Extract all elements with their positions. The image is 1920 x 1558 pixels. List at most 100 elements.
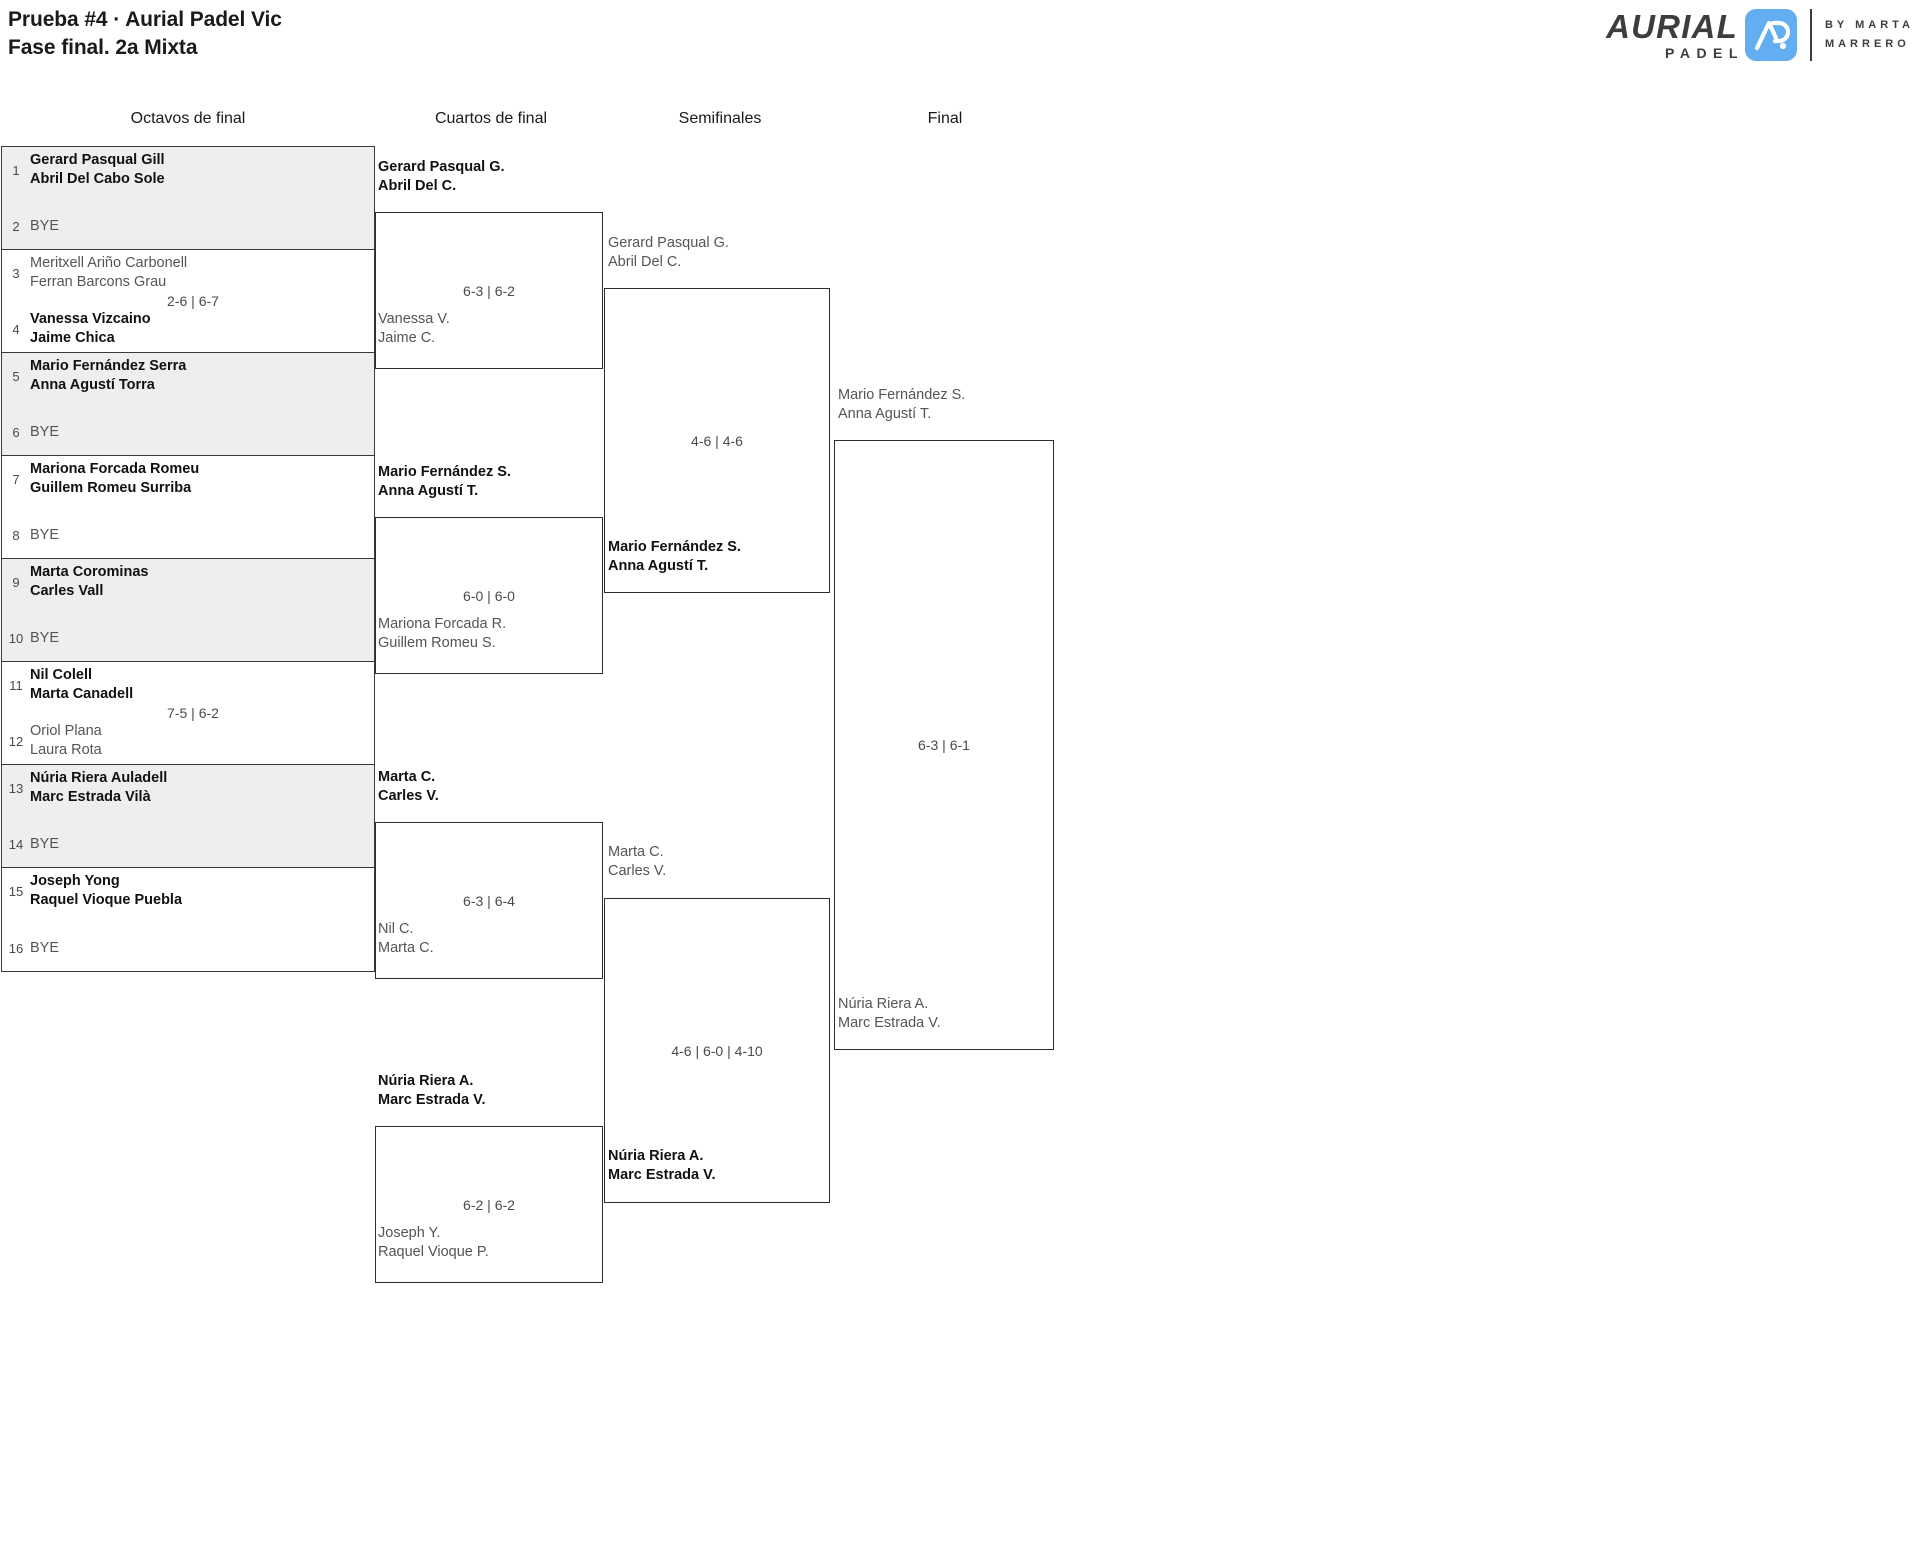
team-names: Joseph Y. Raquel Vioque P. (378, 1224, 489, 1261)
match-box[interactable]: 4-6 | 6-0 | 4-10 (604, 898, 830, 1203)
team-names: Mario Fernández S. Anna Agustí T. (608, 538, 741, 575)
player-2: Carles V. (378, 787, 439, 804)
player-2: Anna Agustí T. (378, 482, 479, 499)
player-1: Núria Riera A. (608, 1148, 704, 1164)
match-row[interactable]: 9 Marta Corominas Carles Vall 10 BYE (2, 559, 374, 662)
player-1: Gerard Pasqual G. (378, 159, 505, 175)
match-box[interactable]: 6-3 | 6-2 (375, 212, 603, 369)
match-slot-bottom[interactable]: 16 BYE (2, 928, 374, 968)
player-2: Carles V. (608, 862, 667, 879)
player-1: Marta C. (378, 769, 436, 785)
player-2: Ferran Barcons Grau (30, 274, 167, 290)
player-1: Vanessa V. (378, 311, 450, 327)
match-row[interactable]: 3 Meritxell Ariño Carbonell Ferran Barco… (2, 250, 374, 353)
match-score: 6-0 | 6-0 (463, 587, 515, 604)
team-names: Marta Corominas Carles Vall (30, 563, 148, 600)
match-slot-top[interactable]: 7 Mariona Forcada Romeu Guillem Romeu Su… (2, 459, 374, 499)
logo-wordmark: AURIAL PADEL (1606, 10, 1738, 60)
match-slot-bottom[interactable]: 2 BYE (2, 206, 374, 246)
match-row[interactable]: 11 Nil Colell Marta Canadell 7-5 | 6-2 1… (2, 662, 374, 765)
match-slot-bottom[interactable]: 12 Oriol Plana Laura Rota (2, 721, 374, 761)
seed-number: 13 (8, 780, 24, 796)
player-2: Marc Estrada V. (838, 1014, 941, 1031)
logo-brand-text: AURIAL (1606, 8, 1738, 45)
match-slot-top[interactable]: 15 Joseph Yong Raquel Vioque Puebla (2, 871, 374, 911)
title-line-2: Fase final. 2a Mixta (8, 35, 198, 59)
team-names: Mario Fernández S. Anna Agustí T. (838, 386, 965, 423)
player-2: Jaime C. (378, 329, 436, 346)
match-score: 6-3 | 6-2 (463, 282, 515, 299)
match-row[interactable]: 7 Mariona Forcada Romeu Guillem Romeu Su… (2, 456, 374, 559)
match-score: 2-6 | 6-7 (167, 293, 219, 309)
player-1: Mario Fernández S. (378, 464, 511, 480)
seed-number: 2 (12, 218, 20, 234)
player-2: Marc Estrada Vilà (30, 789, 151, 805)
team-names: Oriol Plana Laura Rota (30, 722, 102, 759)
player-2: Carles Vall (30, 583, 104, 599)
player-1: Mario Fernández S. (608, 539, 741, 555)
match-slot-top[interactable]: 3 Meritxell Ariño Carbonell Ferran Barco… (2, 253, 374, 293)
match-slot-top[interactable]: 13 Núria Riera Auladell Marc Estrada Vil… (2, 768, 374, 808)
player-1: Mario Fernández Serra (30, 358, 187, 375)
player-1: Nil Colell (30, 667, 93, 684)
match-row[interactable]: 15 Joseph Yong Raquel Vioque Puebla 16 B… (2, 868, 374, 971)
match-slot-top[interactable]: 11 Nil Colell Marta Canadell (2, 665, 374, 705)
seed-number: 4 (12, 321, 20, 337)
match-slot-bottom[interactable]: 4 Vanessa Vizcaino Jaime Chica (2, 309, 374, 349)
player-1: Vanessa Vizcaino (30, 311, 151, 328)
seed-number: 15 (8, 883, 24, 899)
team-names: Nil Colell Marta Canadell (30, 666, 133, 703)
player-1: Oriol Plana (30, 723, 102, 740)
match-box[interactable]: 6-3 | 6-1 (834, 440, 1054, 1050)
team-names: Mario Fernández Serra Anna Agustí Torra (30, 357, 186, 394)
match-score: 7-5 | 6-2 (167, 705, 219, 721)
seed-number: 12 (8, 733, 24, 749)
player-1: Marta Corominas (30, 564, 149, 581)
match-slot-bottom[interactable]: 6 BYE (2, 412, 374, 452)
logo-sub-text: PADEL (1665, 45, 1744, 61)
round-heading-cuartos: Cuartos de final (434, 110, 548, 127)
round-heading-final: Final (927, 110, 963, 127)
match-score: 4-6 | 4-6 (691, 432, 743, 449)
match-box[interactable]: 6-3 | 6-4 (375, 822, 603, 979)
player-1: Mariona Forcada R. (378, 616, 507, 632)
match-slot-bottom[interactable]: 14 BYE (2, 824, 374, 864)
match-slot-top[interactable]: 1 Gerard Pasqual Gill Abril Del Cabo Sol… (2, 150, 374, 190)
player-2: Raquel Vioque P. (378, 1243, 489, 1260)
round-heading-semifinales: Semifinales (678, 110, 762, 127)
player-1: Gerard Pasqual G. (608, 235, 729, 251)
match-slot-bottom[interactable]: 8 BYE (2, 515, 374, 555)
match-slot-top[interactable]: 9 Marta Corominas Carles Vall (2, 562, 374, 602)
logo-byline-2: MARRERO (1824, 38, 1910, 50)
match-slot-top[interactable]: 5 Mario Fernández Serra Anna Agustí Torr… (2, 356, 374, 396)
team-names: Gerard Pasqual G. Abril Del C. (378, 158, 505, 195)
team-names: Mariona Forcada R. Guillem Romeu S. (378, 615, 506, 652)
player-2: Marc Estrada V. (378, 1091, 486, 1108)
seed-number: 16 (8, 940, 24, 956)
match-box[interactable]: 6-2 | 6-2 (375, 1126, 603, 1283)
player-1: Núria Riera Auladell (30, 770, 168, 787)
player-2: Raquel Vioque Puebla (30, 892, 183, 908)
team-names: Nil C. Marta C. (378, 920, 434, 957)
match-slot-bottom[interactable]: 10 BYE (2, 618, 374, 658)
player-2: Marc Estrada V. (608, 1166, 716, 1183)
seed-number: 14 (8, 836, 24, 852)
player-2: Anna Agustí T. (608, 557, 709, 574)
match-row[interactable]: 13 Núria Riera Auladell Marc Estrada Vil… (2, 765, 374, 868)
team-names: Núria Riera A. Marc Estrada V. (608, 1147, 715, 1184)
match-box[interactable]: 4-6 | 4-6 (604, 288, 830, 593)
player-2: Guillem Romeu Surriba (30, 480, 192, 496)
player-2: Anna Agustí Torra (30, 377, 155, 393)
match-row[interactable]: 1 Gerard Pasqual Gill Abril Del Cabo Sol… (2, 147, 374, 250)
player-2: Abril Del C. (608, 253, 682, 270)
team-names: Núria Riera A. Marc Estrada V. (378, 1072, 485, 1109)
match-row[interactable]: 5 Mario Fernández Serra Anna Agustí Torr… (2, 353, 374, 456)
bye-label: BYE (30, 527, 60, 543)
page-title: Prueba #4 · Aurial Padel Vic Fase final.… (8, 6, 282, 62)
match-box[interactable]: 6-0 | 6-0 (375, 517, 603, 674)
seed-number: 5 (12, 368, 20, 384)
team-names: Joseph Yong Raquel Vioque Puebla (30, 872, 182, 909)
seed-number: 7 (12, 471, 20, 487)
player-1: Meritxell Ariño Carbonell (30, 255, 188, 272)
player-2: Marta Canadell (30, 686, 134, 702)
